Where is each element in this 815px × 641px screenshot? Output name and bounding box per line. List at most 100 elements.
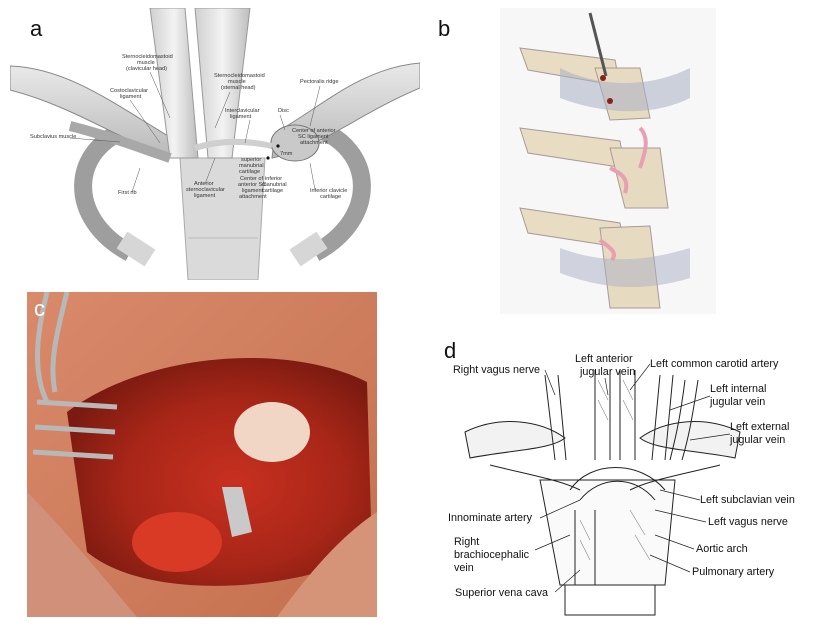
label-pulmonary-artery: Pulmonary artery — [692, 566, 775, 578]
panel-letter-d: d — [444, 338, 457, 363]
interclavicular-ligament-shape — [194, 138, 273, 151]
label-innominate-artery: Innominate artery — [448, 512, 533, 524]
manubrium-step-2 — [609, 147, 669, 209]
label-right-vagus-nerve: Right vagus nerve — [453, 364, 540, 376]
scm-clavicular-head — [149, 7, 199, 159]
suture-anchor-area — [222, 487, 252, 537]
svg-text:ligament: ligament — [242, 188, 264, 194]
panel-d-diagram: Right vagus nerve Left anterior jugular … — [430, 340, 815, 636]
drill-hole-2 — [607, 98, 613, 104]
marker-point-a2 — [266, 156, 270, 160]
label-7mm: 7mm — [280, 151, 293, 157]
svg-text:ligament: ligament — [194, 193, 216, 199]
svg-text:Right: Right — [454, 536, 479, 548]
svg-text:attachment: attachment — [239, 194, 267, 200]
svg-text:superior: superior — [241, 157, 261, 163]
label-scm-sternal: Sternocleidomastoid muscle (sternal head… — [214, 73, 265, 91]
label-interclavicular: Interclavicular ligament — [225, 108, 260, 120]
svg-text:Left external: Left external — [730, 421, 789, 433]
svg-text:ligament: ligament — [120, 94, 142, 100]
label-center-anterior: Center of anterior SC ligament attachmen… — [292, 128, 336, 146]
rib-right — [310, 119, 371, 261]
label-superior-vena-cava: Superior vena cava — [455, 587, 548, 599]
panel-letter-c: c — [34, 296, 45, 321]
graft-tail-step-2 — [638, 126, 648, 169]
svg-text:sternoclavicular: sternoclavicular — [186, 187, 225, 193]
label-left-subclavian-vein: Left subclavian vein — [700, 494, 795, 506]
label-center-anterior-2: Center of anterior SC ligament attachmen… — [238, 176, 267, 200]
label-superior-manubrial: superior manubrial cartilage — [239, 157, 264, 175]
leader-lines-d — [534, 363, 731, 593]
scm-sternal-head — [194, 7, 251, 159]
muscle-tissue — [132, 512, 222, 572]
anatomy-lines-d — [464, 370, 741, 616]
panel-letter-b: b — [438, 16, 451, 41]
svg-text:muscle: muscle — [137, 60, 155, 66]
ligament-step-1 — [560, 68, 690, 112]
svg-text:Costoclavicular: Costoclavicular — [110, 88, 148, 94]
reconstruction-steps-illustration — [500, 8, 716, 314]
intraoperative-photo — [27, 291, 377, 617]
rib-cartilage-right — [289, 231, 328, 267]
svg-text:brachiocephalic: brachiocephalic — [454, 549, 530, 561]
label-first-rib: First rib — [118, 190, 137, 196]
panel-letter-a: a — [30, 16, 43, 41]
svg-text:manubrial: manubrial — [262, 182, 287, 188]
label-left-external-jugular: Left external jugular vein — [729, 421, 789, 446]
skin-flap-lower-left — [27, 492, 137, 617]
rib-cartilage-left — [116, 231, 156, 267]
svg-text:Sternocleidomastoid: Sternocleidomastoid — [214, 73, 265, 79]
label-costoclavicular: Costoclavicular ligament — [110, 88, 148, 100]
leader-lines-a — [69, 71, 321, 193]
svg-text:Interclavicular: Interclavicular — [225, 108, 260, 114]
drill-hole-1 — [600, 75, 606, 81]
ligament-step-3 — [560, 248, 690, 288]
svg-text:manubrial: manubrial — [239, 163, 264, 169]
svg-text:cartilage: cartilage — [262, 188, 283, 194]
svg-text:inferior: inferior — [265, 176, 282, 182]
skin-flap-lower-right — [277, 512, 377, 617]
label-left-anterior-jugular: Left anterior jugular vein — [575, 353, 635, 378]
svg-text:jugular vein: jugular vein — [729, 434, 785, 446]
label-scm-clavicular: Sternocleidomastoid muscle (clavicular h… — [122, 54, 173, 72]
label-left-common-carotid: Left common carotid artery — [650, 358, 779, 370]
svg-text:muscle: muscle — [228, 79, 246, 85]
graft-step-2 — [609, 166, 629, 194]
hatching-d — [579, 379, 651, 561]
svg-text:jugular vein: jugular vein — [579, 366, 635, 378]
svg-text:ligament: ligament — [230, 114, 252, 120]
svg-text:Center of: Center of — [240, 176, 263, 182]
svg-text:vein: vein — [454, 562, 474, 574]
clavicle-end-exposed — [234, 402, 310, 462]
label-inferior-manubrial: inferior manubrial cartilage — [262, 176, 287, 194]
svg-text:Inferior clavicle: Inferior clavicle — [310, 188, 347, 194]
panel-c-photo — [27, 291, 377, 617]
marker-point-a1 — [276, 144, 280, 148]
graft-step-3 — [598, 238, 617, 262]
label-anterior-sc: Anterior sternoclavicular ligament — [186, 181, 225, 199]
label-left-internal-jugular: Left internal jugular vein — [709, 383, 766, 408]
svg-text:Center of anterior: Center of anterior — [292, 128, 336, 134]
svg-text:Left anterior: Left anterior — [575, 353, 633, 365]
svg-text:SC ligament: SC ligament — [298, 134, 329, 140]
svg-text:Left internal: Left internal — [710, 383, 766, 395]
panel-b-illustration — [500, 8, 716, 314]
label-disc: Disc — [278, 108, 289, 114]
svg-text:anterior SC: anterior SC — [238, 182, 266, 188]
drill-bit — [588, 12, 608, 77]
retractor — [32, 291, 118, 460]
svg-text:cartilage: cartilage — [239, 169, 260, 175]
sc-joint-illustration: Sternocleidomastoid muscle (clavicular h… — [9, 7, 421, 281]
label-inferior-clavicle: Inferior clavicle cartilage — [310, 188, 347, 200]
svg-text:attachment: attachment — [300, 140, 328, 146]
vascular-anatomy-diagram: Right vagus nerve Left anterior jugular … — [448, 353, 795, 616]
svg-text:Sternocleidomastoid: Sternocleidomastoid — [122, 54, 173, 60]
svg-text:jugular vein: jugular vein — [709, 396, 765, 408]
svg-text:Anterior: Anterior — [194, 181, 214, 187]
label-aortic-arch: Aortic arch — [696, 543, 748, 555]
label-left-vagus-nerve: Left vagus nerve — [708, 516, 788, 528]
svg-text:cartilage: cartilage — [320, 194, 341, 200]
label-subclavius: Subclavius muscle — [30, 134, 76, 140]
subclavius-muscle — [68, 121, 172, 163]
label-pectoralis-ridge: Pectoralis ridge — [300, 79, 339, 85]
